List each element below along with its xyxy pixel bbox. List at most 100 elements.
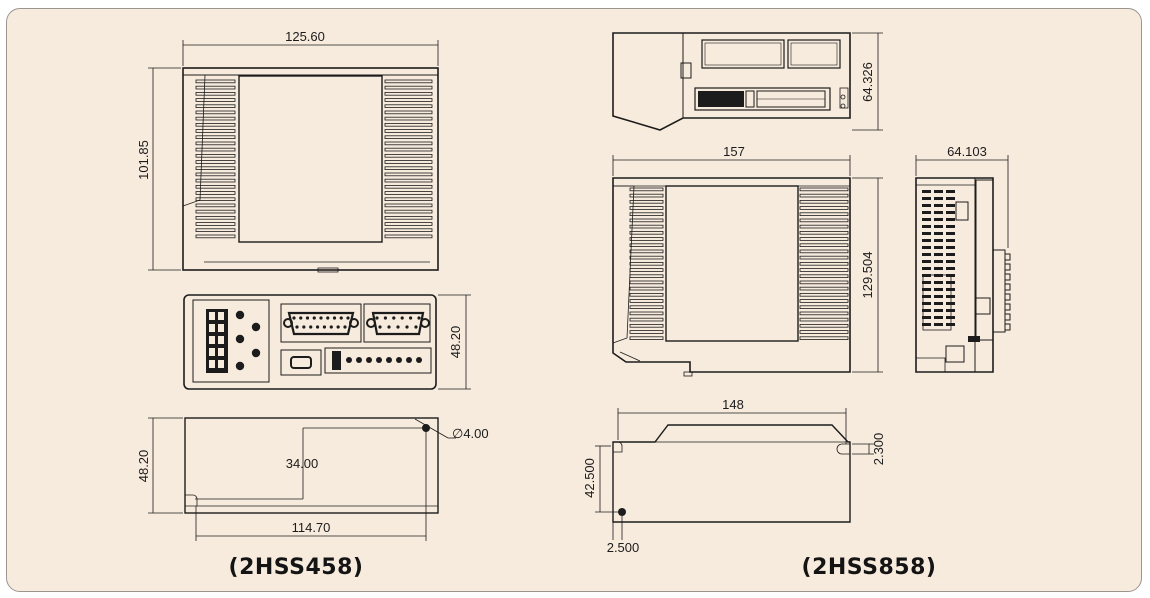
side-vent [922,316,931,319]
side-vent [922,204,931,207]
cooling-fin [384,116,433,121]
dim-157-lines [612,155,851,176]
side-vent [946,246,955,249]
dim-hole-diameter: ∅4.00 [452,426,489,441]
side-vent [934,218,943,221]
cooling-fin [195,228,236,232]
side-vent [934,225,943,228]
terminal-stub [1004,293,1011,301]
cooling-fin [384,228,433,232]
side-vent [922,246,931,249]
side-vent [946,218,955,221]
dim-48-20-right-lines [438,294,471,390]
side-vent [946,239,955,242]
cooling-fin [195,116,236,121]
terminal-pin [376,357,382,363]
cooling-fin [629,280,664,285]
cooling-fin [799,249,849,254]
cooling-fin [195,166,236,170]
dim-2-300: 2.300 [871,433,886,466]
connector-pin [343,325,347,329]
connector-pin [329,325,333,329]
connector-pin [326,316,330,320]
cooling-fin [799,336,849,340]
cooling-fin [799,261,849,266]
cooling-fin [629,218,664,223]
cooling-fin [384,172,433,177]
side-vent [922,260,931,263]
cooling-fin [195,234,236,239]
cooling-fin [384,215,433,220]
connector-pin [405,325,409,329]
connector-pin [339,316,343,320]
cooling-fin [384,141,433,146]
side-vent [922,211,931,214]
side-vent [922,218,931,221]
cooling-fin [195,197,236,201]
cooling-fin [195,215,236,220]
side-vent [934,274,943,277]
side-vent [946,295,955,298]
cooling-fin [629,336,664,340]
dim-42-500: 42.500 [582,458,597,498]
side-vent [934,246,943,249]
dim-148: 148 [722,397,744,412]
cooling-fin [629,317,664,322]
cooling-fin [629,274,664,278]
terminal-pin [396,357,402,363]
cooling-fin [799,286,849,291]
side-vent [922,239,931,242]
dim-64-103: 64.103 [947,144,987,159]
side-vent [922,309,931,312]
side-vent [946,190,955,193]
cooling-fin [629,286,664,291]
terminal-pin [346,357,352,363]
side-vent [934,316,943,319]
side-vent [946,281,955,284]
cooling-fin [195,153,236,158]
side-vent [922,225,931,228]
cooling-fin [195,129,236,133]
cooling-fin [195,147,236,152]
cooling-fin [629,268,664,272]
cooling-fin [384,104,433,108]
dim-858-hole-lines [595,408,874,540]
dim-458-side-lines [148,417,427,541]
cooling-fin [799,218,849,223]
cooling-fin [195,104,236,108]
cooling-fin [629,230,664,235]
side-vent [934,302,943,305]
dim-129-504: 129.504 [860,252,875,299]
model-label-2hss858: (2HSS858) [802,555,937,580]
dim-129-504-lines [852,177,883,373]
side-vent [934,309,943,312]
cooling-fin [195,172,236,177]
cooling-fin [799,292,849,297]
hss858-front-view [612,177,851,377]
side-vent [934,190,943,193]
cooling-fin [629,261,664,266]
cooling-fin [799,280,849,285]
model-label-2hss458: (2HSS458) [229,555,364,580]
terminal-stub [1004,283,1011,291]
cooling-fin [629,212,664,216]
side-vent [946,302,955,305]
dim-34-00: 34.00 [286,456,319,471]
hss458-front-view [182,67,439,273]
cooling-fin [629,292,664,297]
cooling-fin [384,222,433,226]
connector-pin [400,316,404,320]
connector-pin [417,316,421,320]
cooling-fin [195,92,236,96]
side-vent [934,232,943,235]
connector-pin [392,316,396,320]
dim-64-326-lines [852,32,883,131]
dim-101-85: 101.85 [136,140,151,180]
cooling-fin [384,234,433,239]
side-vent [946,253,955,256]
side-vent [922,197,931,200]
cooling-fin [195,191,236,195]
cooling-fin [384,153,433,158]
dim-64-326: 64.326 [860,62,875,102]
